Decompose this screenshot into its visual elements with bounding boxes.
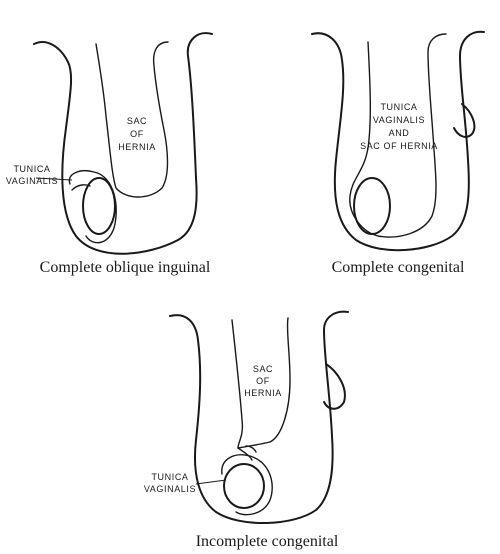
- hernia-sac-outline: [95, 41, 169, 198]
- tunica-label-line-1: TUNICA: [151, 472, 188, 482]
- panel-complete-oblique-inguinal: SAC OF HERNIA TUNICA VAGINALIS Complete …: [6, 32, 213, 276]
- sac-label-line-1: TUNICA: [380, 102, 417, 112]
- penis-stub: [323, 363, 346, 410]
- sac-label-line-3: HERNIA: [118, 142, 156, 152]
- testis: [82, 177, 116, 235]
- combined-sac-outline: [349, 33, 447, 238]
- testis: [353, 177, 391, 235]
- sac-label-line-1: SAC: [253, 364, 273, 374]
- sac-label-line-2: OF: [256, 376, 270, 386]
- tunica-leader-line: [35, 177, 73, 181]
- tunica-vaginalis-inner: [71, 184, 91, 191]
- caption-complete-congenital: Complete congenital: [332, 259, 465, 276]
- penis-stub: [453, 103, 476, 138]
- caption-complete-oblique-inguinal: Complete oblique inguinal: [40, 259, 211, 276]
- constriction: [237, 445, 257, 461]
- scrotum-outline: [169, 310, 349, 525]
- sac-label-line-1: SAC: [127, 116, 147, 126]
- tunica-vaginalis: [221, 454, 273, 516]
- tunica-vaginalis: [68, 170, 117, 244]
- tunica-label-line-2: VAGINALIS: [144, 484, 196, 494]
- sac-label-line-3: AND: [389, 128, 410, 138]
- caption-incomplete-congenital: Incomplete congenital: [196, 533, 339, 550]
- panel-incomplete-congenital: SAC OF HERNIA TUNICA VAGINALIS Incomplet…: [144, 310, 349, 550]
- sac-label-line-2: VAGINALIS: [373, 115, 425, 125]
- panel-complete-congenital: TUNICA VAGINALIS AND SAC OF HERNIA Compl…: [311, 30, 485, 276]
- sac-label-line-2: OF: [130, 129, 144, 139]
- tunica-leader-line: [195, 479, 227, 485]
- sac-label-line-3: HERNIA: [244, 388, 282, 398]
- hernia-sac-outline: [231, 317, 291, 449]
- tunica-label-line-1: TUNICA: [13, 164, 50, 174]
- tunica-label-line-2: VAGINALIS: [6, 176, 58, 186]
- scrotum-outline: [33, 32, 213, 255]
- sac-label-line-4: SAC OF HERNIA: [360, 141, 438, 151]
- scrotum-outline: [311, 30, 485, 252]
- testis: [223, 463, 265, 509]
